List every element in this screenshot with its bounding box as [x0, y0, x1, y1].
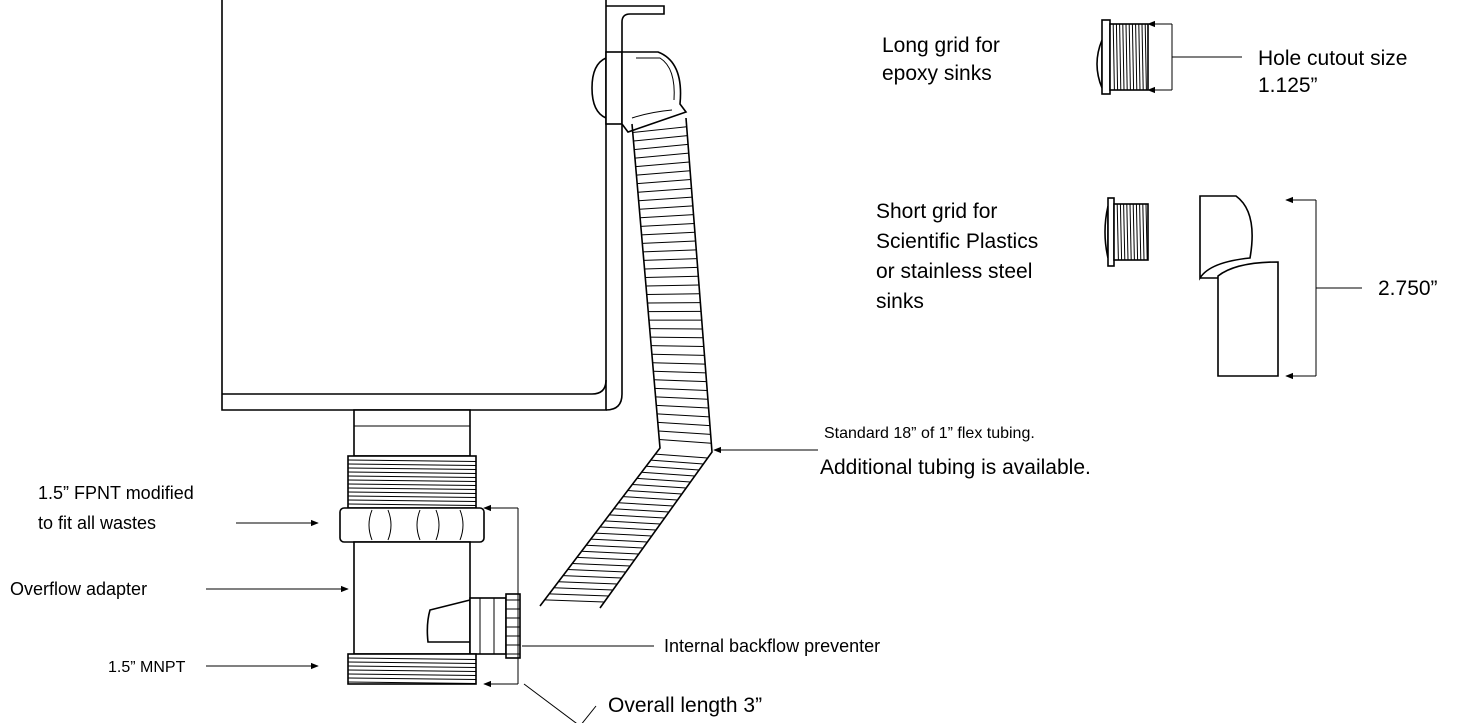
overflow-height-label: 2.750”	[1378, 277, 1438, 300]
short-grid-label-4: sinks	[876, 290, 924, 313]
drain-assembly	[339, 409, 521, 685]
short-grid-label-3: or stainless steel	[876, 260, 1032, 283]
labels: Long grid for epoxy sinks Hole cutout si…	[10, 34, 1438, 717]
short-grid-label-2: Scientific Plastics	[876, 230, 1038, 253]
sink-bowl	[221, 0, 665, 411]
fpnt-label-1: 1.5” FPNT modified	[38, 483, 194, 503]
flex-tubing	[539, 117, 713, 609]
overall-length-label: Overall length 3”	[608, 694, 762, 717]
long-grid-label-2: epoxy sinks	[882, 62, 992, 85]
overflow-elbow-top	[591, 51, 688, 133]
leader-lines	[206, 446, 818, 723]
long-grid-drawing	[1096, 19, 1242, 95]
overflow-adapter-label: Overflow adapter	[10, 579, 147, 599]
backflow-label: Internal backflow preventer	[664, 636, 880, 656]
overflow-elbow-detail	[1199, 195, 1362, 380]
hole-cutout-label-1: Hole cutout size	[1258, 47, 1407, 70]
short-grid-label-1: Short grid for	[876, 200, 997, 223]
fpnt-label-2: to fit all wastes	[38, 513, 156, 533]
nut-flats	[368, 509, 464, 541]
mnpt-label: 1.5” MNPT	[108, 659, 186, 676]
short-grid-drawing	[1104, 197, 1149, 267]
flex-tubing-label-2: Additional tubing is available.	[820, 456, 1091, 479]
long-grid-label-1: Long grid for	[882, 34, 1000, 57]
overall-length-dimension	[483, 504, 519, 688]
flex-tubing-label-1: Standard 18” of 1” flex tubing.	[824, 425, 1035, 442]
hole-cutout-label-2: 1.125”	[1258, 74, 1318, 97]
